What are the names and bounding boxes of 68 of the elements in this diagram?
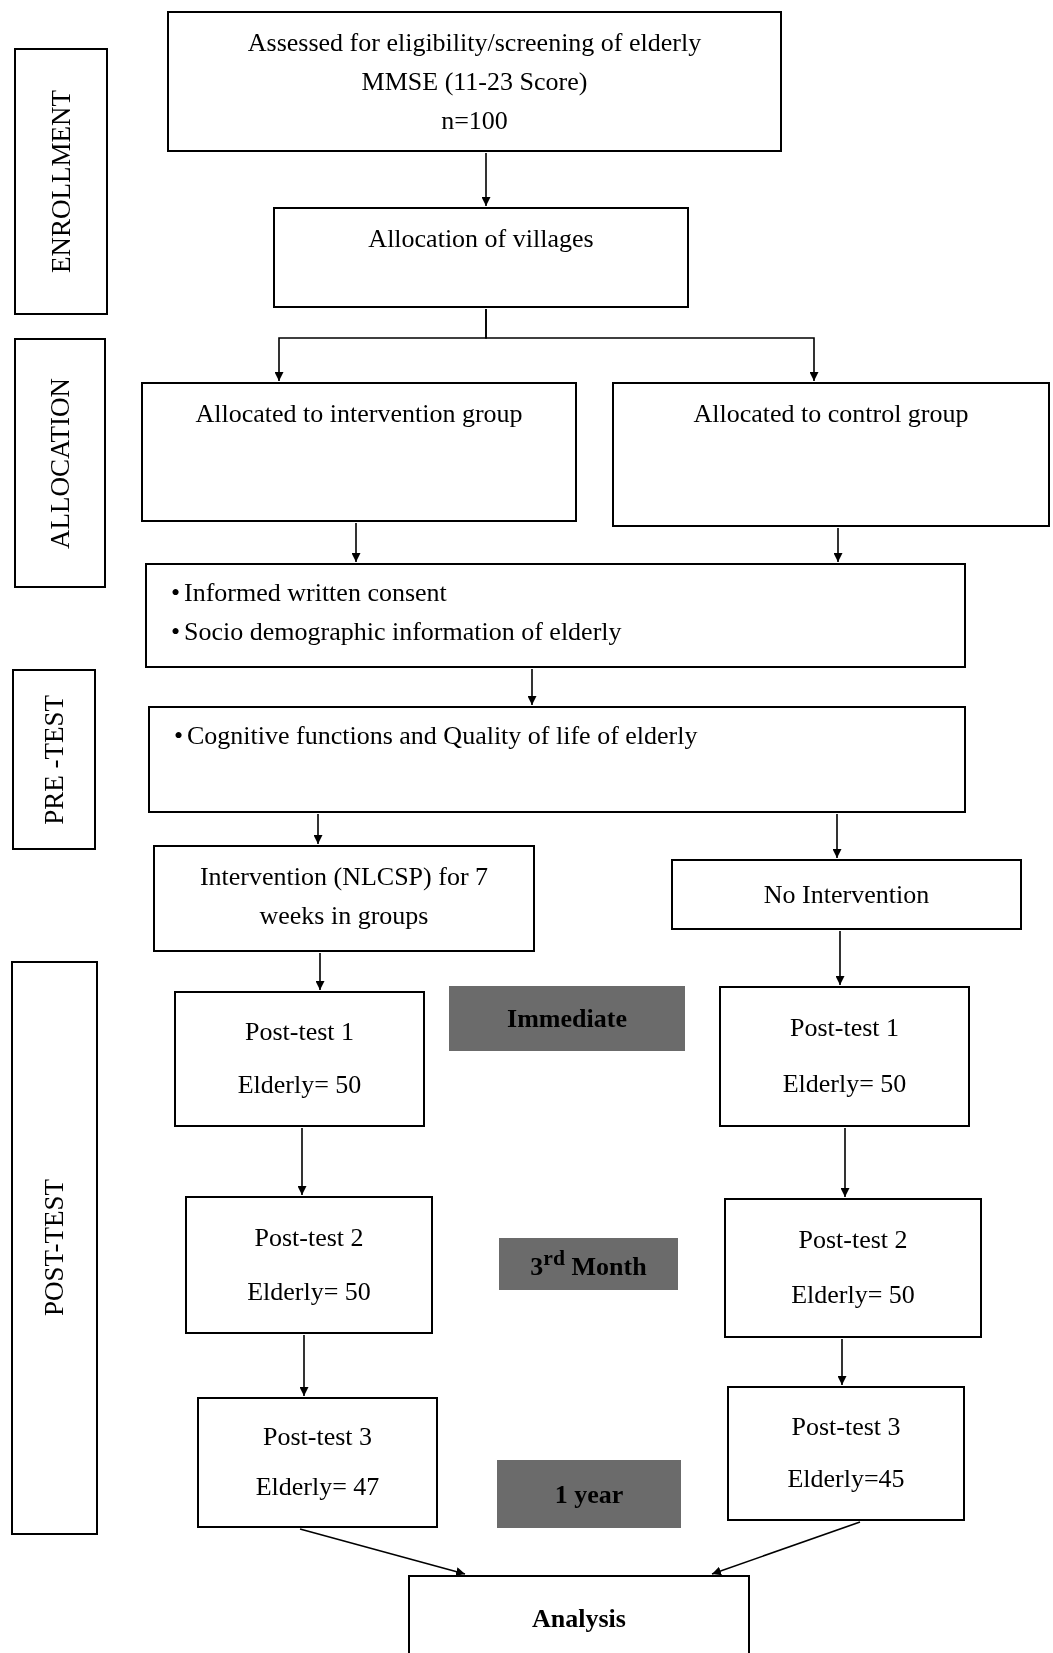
box-text: Elderly= 47 bbox=[255, 1471, 380, 1504]
arrow bbox=[527, 668, 537, 706]
arrow bbox=[313, 813, 323, 845]
arrow bbox=[833, 527, 843, 563]
arrow bbox=[832, 813, 842, 859]
time-label-box bbox=[449, 986, 685, 1051]
process-box bbox=[197, 1397, 438, 1528]
bullet-item: • Informed written consent bbox=[171, 577, 448, 609]
box-text: Elderly= 50 bbox=[782, 1067, 907, 1100]
box-text: Post-test 3 bbox=[791, 1410, 901, 1443]
phase-label-box bbox=[12, 669, 96, 850]
arrow bbox=[711, 1521, 861, 1576]
arrow bbox=[485, 308, 819, 382]
box-text: Elderly= 50 bbox=[791, 1279, 915, 1311]
arrow bbox=[297, 1127, 307, 1196]
process-box bbox=[724, 1198, 982, 1338]
phase-label-box bbox=[14, 48, 108, 315]
arrow bbox=[481, 152, 491, 207]
box-text: Allocated to control group bbox=[693, 398, 969, 430]
box-text: Post-test 2 bbox=[798, 1224, 908, 1256]
process-box bbox=[671, 859, 1022, 930]
box-text: Allocation of villages bbox=[368, 223, 594, 255]
process-box bbox=[612, 382, 1050, 527]
box-text: Allocated to intervention group bbox=[195, 398, 523, 430]
box-text: Analysis bbox=[532, 1603, 626, 1635]
process-box bbox=[153, 845, 535, 952]
box-text: Post-test 2 bbox=[254, 1221, 364, 1254]
box-text: No Intervention bbox=[763, 879, 930, 911]
process-box bbox=[185, 1196, 433, 1334]
box-text: Elderly=45 bbox=[787, 1463, 905, 1496]
box-text: Post-test 1 bbox=[244, 1016, 355, 1048]
phase-label-box bbox=[11, 961, 98, 1535]
arrow bbox=[835, 930, 845, 986]
process-box bbox=[148, 706, 966, 813]
box-text: Intervention (NLCSP) for 7 weeks in groups bbox=[198, 861, 490, 932]
process-box bbox=[273, 207, 689, 308]
bullet-item: • Cognitive functions and Quality of life of elderly bbox=[174, 720, 698, 752]
box-text: 3$^{rd}$ Month bbox=[530, 1245, 647, 1283]
box-text: Post-test 1 bbox=[789, 1012, 900, 1045]
phase-label: ALLOCATION bbox=[43, 377, 76, 549]
box-text: Assessed for eligibility/screening of elderly bbox=[247, 27, 702, 59]
process-box bbox=[141, 382, 577, 522]
box-text: MMSE (11-23 Score) bbox=[361, 66, 588, 98]
phase-label: ENROLLMENT bbox=[44, 90, 77, 273]
process-box bbox=[145, 563, 966, 668]
time-label-box bbox=[499, 1238, 678, 1290]
phase-label: PRE -TEST bbox=[37, 694, 70, 825]
arrow bbox=[299, 1334, 309, 1397]
box-text: Immediate bbox=[507, 1003, 627, 1035]
arrow bbox=[315, 952, 325, 991]
arrow bbox=[837, 1338, 847, 1386]
arrow bbox=[351, 522, 361, 563]
box-text: Elderly= 50 bbox=[247, 1275, 371, 1308]
arrow bbox=[840, 1127, 850, 1198]
bullet-item: • Socio demographic information of elderly bbox=[171, 616, 622, 648]
phase-label-box bbox=[14, 338, 106, 588]
phase-label: POST-TEST bbox=[38, 1179, 71, 1317]
box-text: 1 year bbox=[554, 1478, 624, 1511]
process-box bbox=[719, 986, 970, 1127]
box-text: Post-test 3 bbox=[262, 1420, 373, 1453]
time-label-box bbox=[497, 1460, 681, 1528]
process-box bbox=[167, 11, 782, 152]
process-box bbox=[727, 1386, 965, 1521]
box-text: n=100 bbox=[441, 105, 508, 137]
arrow bbox=[299, 1528, 466, 1576]
process-box bbox=[408, 1575, 750, 1653]
box-text: Elderly= 50 bbox=[237, 1069, 362, 1101]
process-box bbox=[174, 991, 425, 1127]
